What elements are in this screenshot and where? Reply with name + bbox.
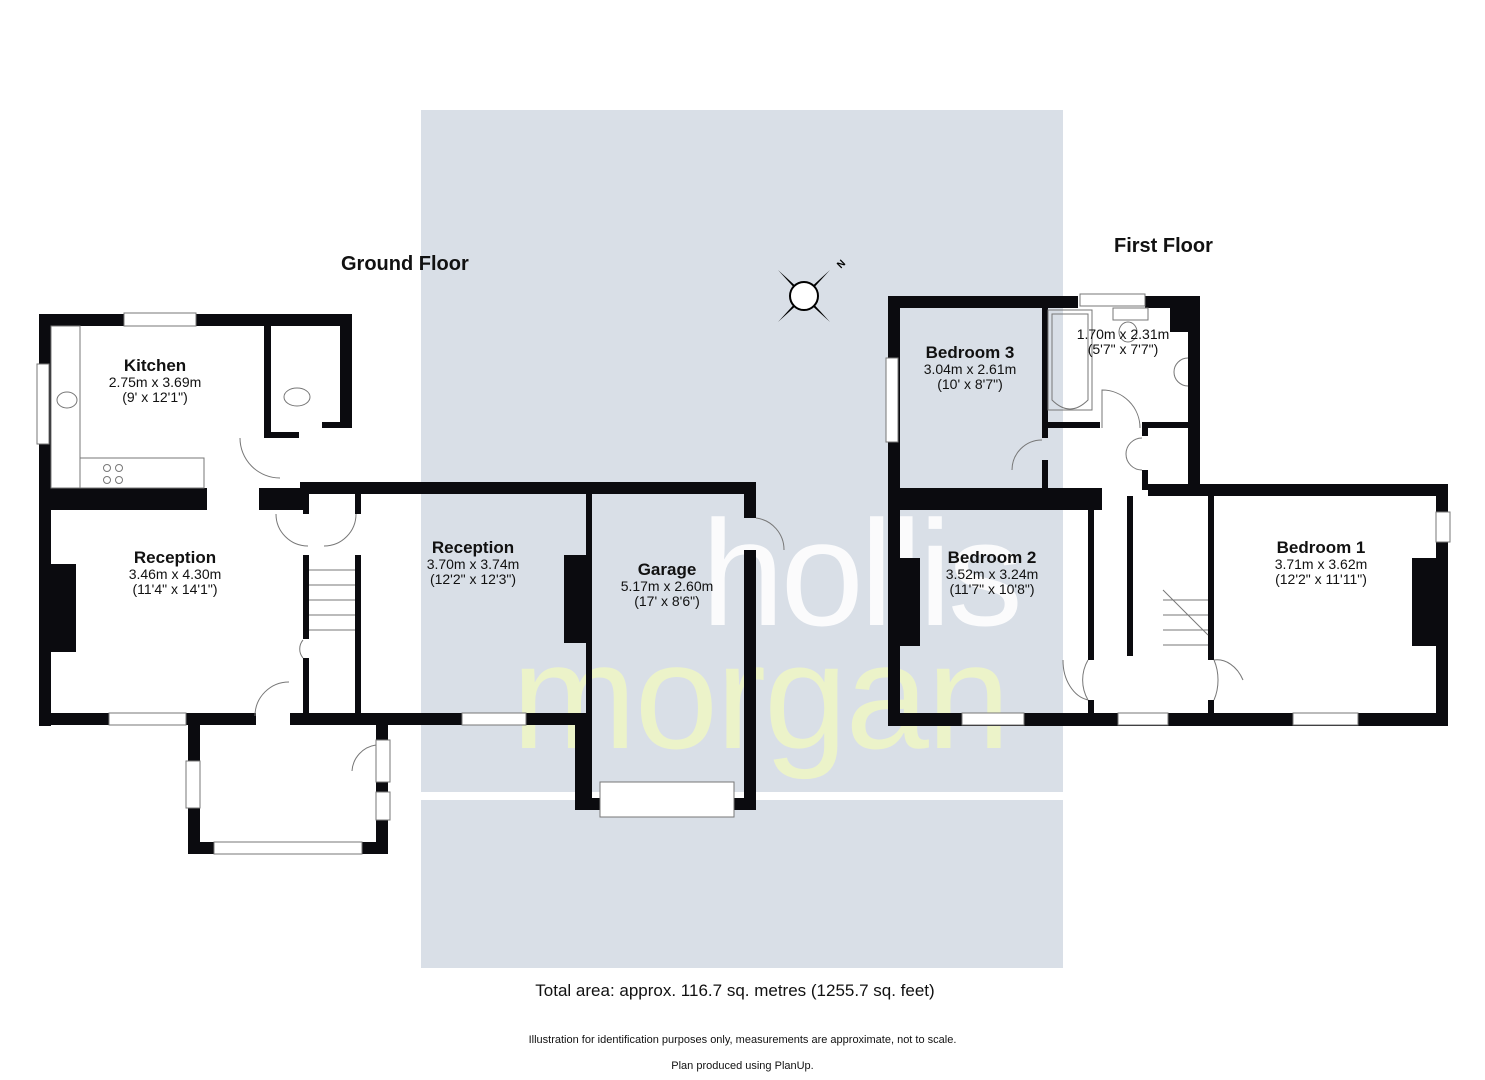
- room-dimensions-imperial: (12'2" x 11'11"): [1275, 570, 1367, 587]
- ground-floor-plan: [39, 314, 756, 854]
- room-dimensions-imperial: (12'2" x 12'3"): [429, 570, 517, 587]
- room-name: Bedroom 2: [947, 548, 1037, 567]
- room-dimensions-metric: 3.52m x 3.24m: [945, 565, 1039, 582]
- room-dimensions-metric: 3.46m x 4.30m: [128, 565, 222, 582]
- room-dimensions-metric: 3.70m x 3.74m: [426, 555, 520, 572]
- first-floor-fixtures: [885, 293, 1451, 726]
- room-label-reception-1: Reception 3.46m x 4.30m (11'4" x 14'1"): [115, 549, 235, 596]
- room-dimensions-metric: 5.17m x 2.60m: [620, 577, 714, 594]
- room-dimensions-imperial: (9' x 12'1"): [122, 388, 188, 405]
- room-label-bedroom-1: Bedroom 1 3.71m x 3.62m (12'2" x 11'11"): [1261, 539, 1381, 586]
- room-name: Bedroom 1: [1276, 538, 1366, 557]
- room-dimensions-imperial: (10' x 8'7"): [937, 375, 1003, 392]
- total-area: Total area: approx. 116.7 sq. metres (12…: [535, 981, 935, 1000]
- first-floor-title: First Floor: [1114, 235, 1213, 257]
- disclaimer: Illustration for identification purposes…: [528, 1034, 957, 1046]
- room-label-bedroom-2: Bedroom 2 3.52m x 3.24m (11'7" x 10'8"): [932, 549, 1052, 596]
- room-name: Reception: [133, 548, 217, 567]
- room-dimensions-metric: 3.71m x 3.62m: [1274, 555, 1368, 572]
- room-label-reception-2: Reception 3.70m x 3.74m (12'2" x 12'3"): [413, 539, 533, 586]
- room-dimensions-imperial: (5'7" x 7'7"): [1087, 340, 1159, 357]
- svg-text:morgan: morgan: [512, 612, 1009, 780]
- room-dimensions-imperial: (11'4" x 14'1"): [132, 580, 218, 597]
- room-label-bedroom-3: Bedroom 3 3.04m x 2.61m (10' x 8'7"): [910, 344, 1030, 391]
- room-dimensions-metric: 3.04m x 2.61m: [923, 360, 1017, 377]
- ground-floor-title: Ground Floor: [341, 253, 469, 275]
- room-name: Garage: [637, 560, 697, 579]
- compass-icon: N: [778, 258, 848, 322]
- room-name: Bedroom 3: [925, 343, 1015, 362]
- room-dimensions-metric: 1.70m x 2.31m: [1076, 326, 1170, 342]
- room-dimensions-metric: 2.75m x 3.69m: [108, 373, 202, 390]
- room-name: Reception: [431, 538, 515, 557]
- credit: Plan produced using PlanUp.: [671, 1060, 814, 1072]
- ground-floor-fixtures: [36, 312, 785, 855]
- room-name: Kitchen: [123, 356, 187, 375]
- background-panel: [421, 110, 1063, 968]
- room-label-garage: Garage 5.17m x 2.60m (17' x 8'6"): [607, 561, 727, 608]
- room-dimensions-imperial: (17' x 8'6"): [634, 592, 700, 609]
- room-label-kitchen: Kitchen 2.75m x 3.69m (9' x 12'1"): [95, 357, 215, 404]
- room-dimensions-imperial: (11'7" x 10'8"): [949, 580, 1035, 597]
- room-label-bathroom: 1.70m x 2.31m (5'7" x 7'7"): [1063, 327, 1183, 356]
